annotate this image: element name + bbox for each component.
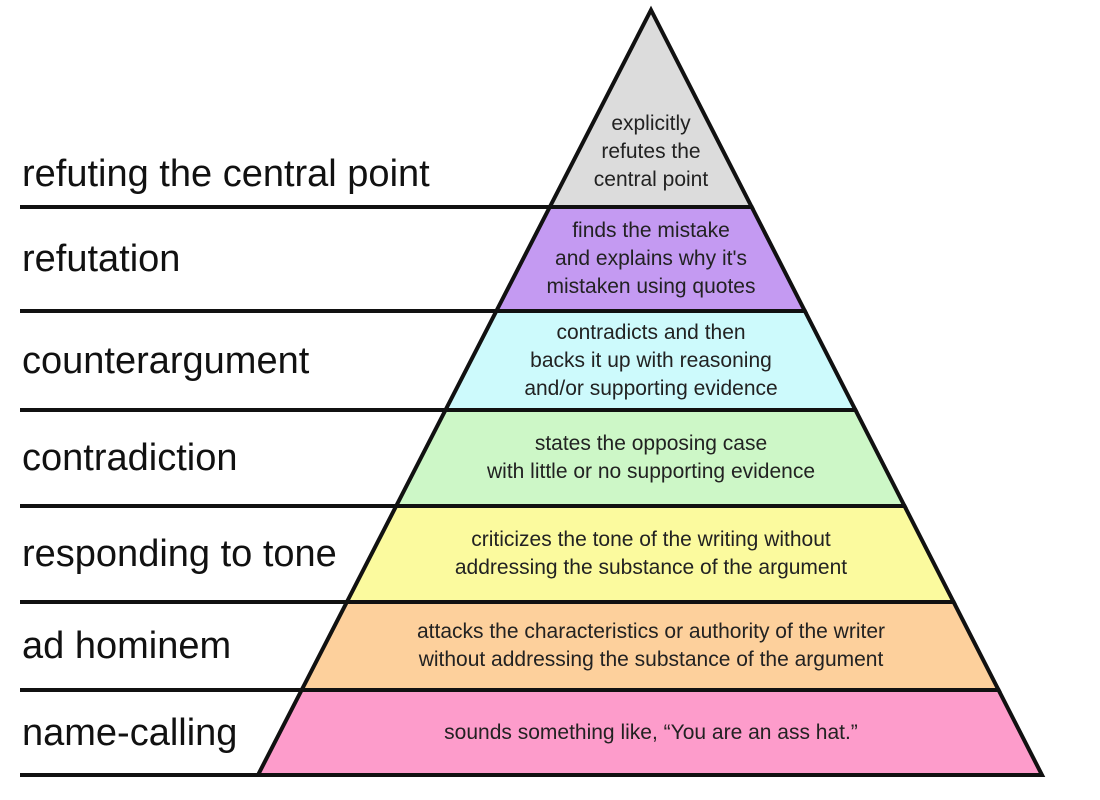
level-description-refuting-central-point: explicitly refutes the central point — [593, 112, 709, 191]
level-description-name-calling: sounds something like, “You are an ass h… — [444, 720, 858, 744]
level-label-counterargument: counterargument — [22, 339, 310, 382]
level-label-contradiction: contradiction — [22, 437, 238, 479]
level-label-responding-to-tone: responding to tone — [22, 533, 337, 575]
level-band-bottom — [254, 688, 1046, 777]
level-label-refutation: refutation — [22, 238, 181, 280]
level-description-responding-to-tone: criticizes the tone of the writing witho… — [454, 528, 848, 579]
level-description-contradiction: states the opposing case with little or … — [486, 432, 816, 483]
level-description-counterargument: contradicts and then backs it up with re… — [524, 320, 778, 400]
level-description-ad-hominem: attacks the characteristics or authority… — [416, 620, 886, 671]
level-label-ad-hominem: ad hominem — [22, 625, 232, 667]
level-description-refutation: finds the mistake and explains why it's … — [546, 219, 756, 298]
level-label-refuting-central-point: refuting the central point — [22, 152, 430, 195]
level-label-name-calling: name-calling — [22, 711, 238, 754]
